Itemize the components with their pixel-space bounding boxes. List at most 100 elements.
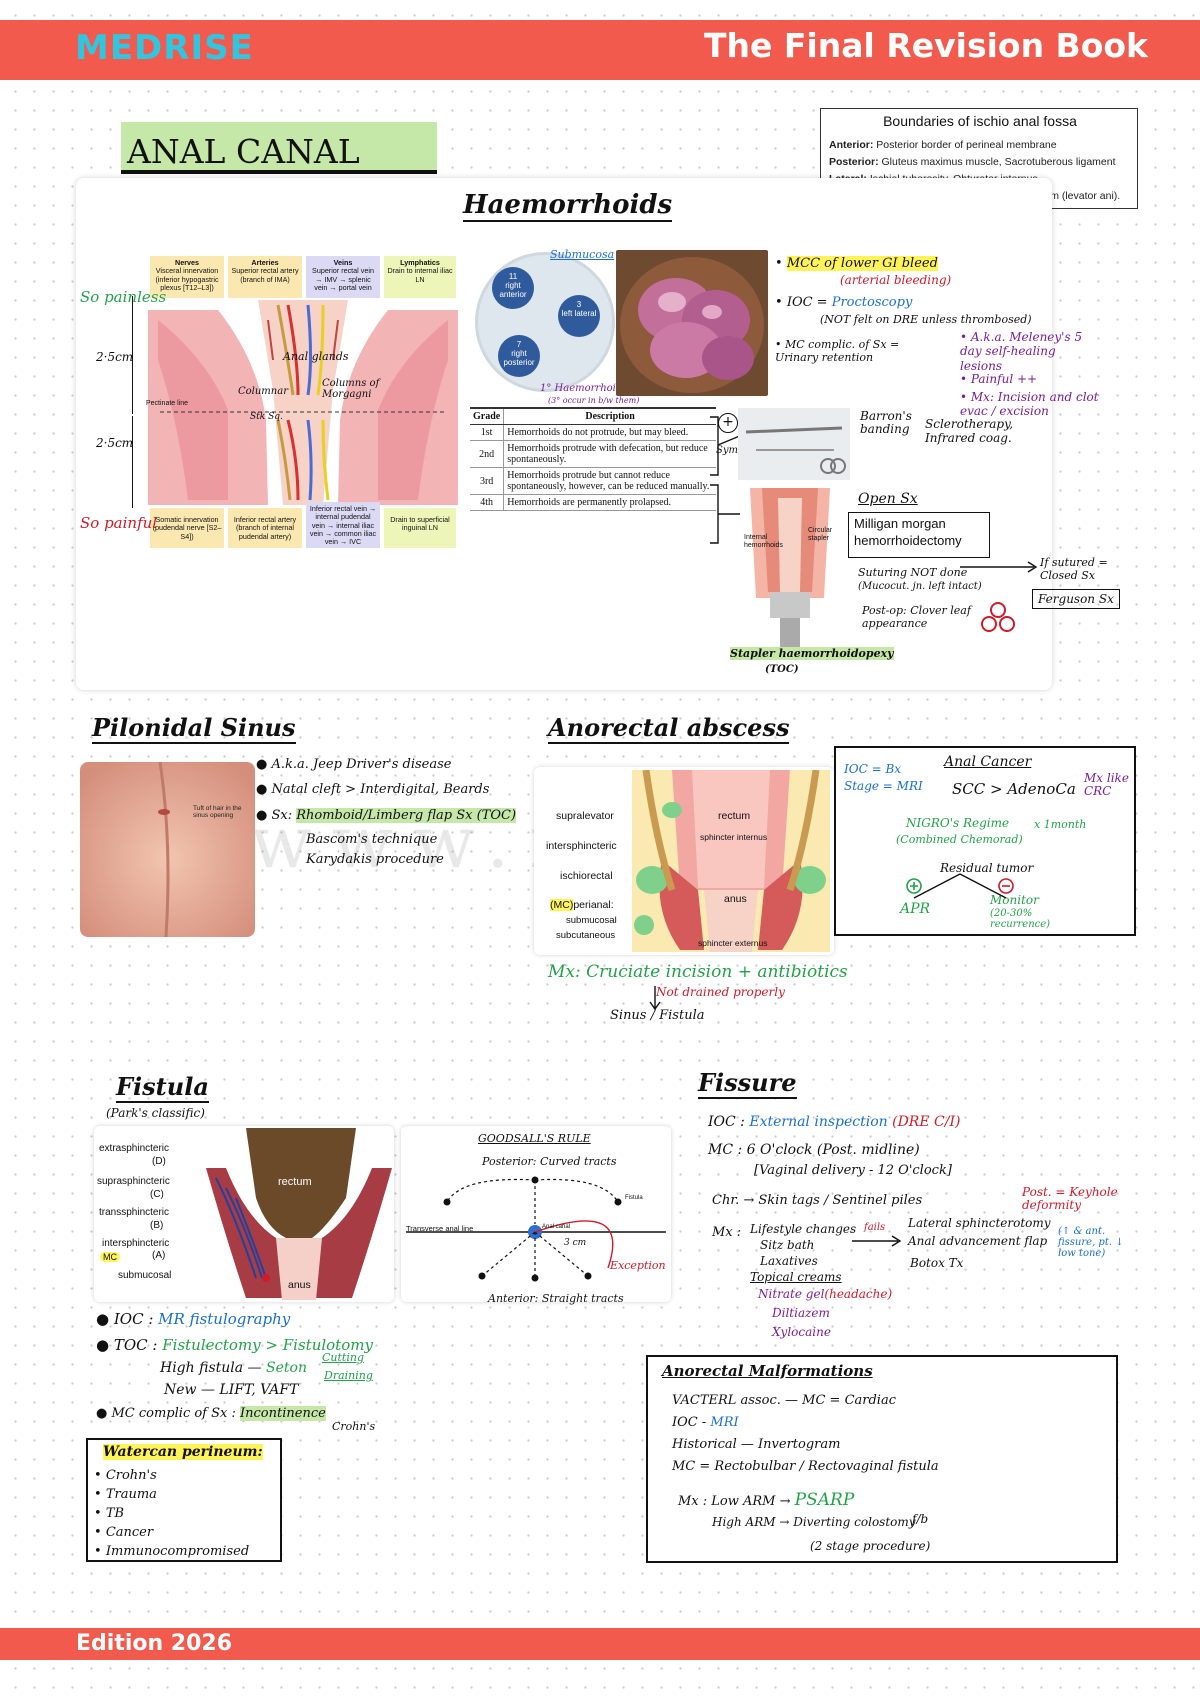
abscess-label-perianal: (MC)perianal:	[550, 899, 614, 911]
recurrence-note: (20-30% recurrence)	[990, 908, 1051, 930]
fistula-label-rectum: rectum	[278, 1176, 312, 1188]
one-month-note: x 1month	[1034, 818, 1087, 831]
fistula-label-extrasphincteric: extrasphincteric	[99, 1143, 170, 1154]
footer-bar	[0, 1628, 1200, 1660]
sitz-bath: Sitz bath	[760, 1238, 815, 1252]
chronic-fissure-note: Chr. → Skin tags / Sentinel piles	[712, 1193, 923, 1208]
anal-cancer-box	[834, 746, 1136, 936]
anterior-fissure-note: (↑ & ant. fissure, pt. ↓ low tone)	[1058, 1226, 1124, 1259]
abscess-label-sphincter-internus: sphincter internus	[700, 832, 768, 842]
watercan-item: • Crohn's	[94, 1468, 157, 1483]
ioc-proctoscopy-note: • IOC = Proctoscopy	[775, 295, 913, 310]
parks-classification-note: (Park's classific)	[106, 1106, 205, 1120]
fissure-ioc: IOC : External inspection (DRE C/I)	[708, 1114, 961, 1130]
primary-haemorrhoids-sub: (3° occur in b/w them)	[548, 396, 640, 405]
suturing-note: Suturing NOT done	[858, 566, 968, 579]
cutting-seton: Cutting	[322, 1351, 364, 1364]
anal-canal-title-bg	[121, 122, 437, 174]
goodsall-posterior: Posterior: Curved tracts	[482, 1155, 617, 1168]
crohns-note: Crohn's	[332, 1420, 376, 1433]
lower-length: 2·5cm	[96, 436, 134, 450]
label-somatic: Somatic innervation (pudendal nerve [S2–…	[150, 508, 224, 548]
arrow-down-icon	[649, 986, 661, 1011]
fistula-label-anus: anus	[288, 1279, 311, 1291]
fistula-tag-c: (C)	[150, 1189, 164, 1200]
anal-canal-title: ANAL CANAL	[127, 132, 360, 171]
header-bar	[0, 20, 1200, 80]
pilonidal-photo	[80, 762, 255, 937]
submucosa-label: Submucosa	[550, 248, 615, 261]
malformation-line: IOC - MRI	[672, 1415, 739, 1430]
pilonidal-bullet-sx: ● Sx: Rhomboid/Limberg flap Sx (TOC)	[256, 808, 517, 823]
fistula-toc: ● TOC : Fistulectomy > Fistulotomy	[96, 1336, 373, 1354]
lateral-sphincterotomy: Lateral sphincterotomy	[908, 1216, 1051, 1230]
sclerotherapy-note: Sclerotherapy, Infrared coag.	[925, 417, 1014, 445]
fistula-mc-tag: MC	[100, 1252, 120, 1262]
pilonidal-bullet-natal: ● Natal cleft > Interdigital, Beards	[256, 782, 490, 797]
abscess-label-intersphincteric: intersphincteric	[546, 840, 617, 852]
fistula-tag-a: (A)	[152, 1250, 166, 1261]
mcc-note: • MCC of lower GI bleed	[775, 256, 938, 271]
fistula-point-label: Fistula	[625, 1195, 643, 1201]
pilonidal-bullet-aka: ● A.k.a. Jeep Driver's disease	[256, 757, 452, 772]
upper-length: 2·5cm	[96, 350, 134, 364]
mucocut-note: (Mucocut. jn. left intact)	[858, 581, 982, 592]
mx-like-crc-note: Mx like CRC	[1084, 771, 1129, 799]
apr-note: APR	[900, 901, 931, 917]
boundary-posterior: Posterior: Gluteus maximus muscle, Sacro…	[829, 156, 1116, 168]
barrons-banding-note: Barron's banding	[860, 409, 912, 437]
fistula-tag-b: (B)	[150, 1220, 164, 1231]
new-techniques-note: New — LIFT, VAFT	[164, 1382, 299, 1398]
watercan-item: • Trauma	[94, 1487, 157, 1502]
watercan-item: • Cancer	[94, 1525, 154, 1540]
so-painful-note: So painful	[80, 514, 158, 532]
fb-note: f/b	[912, 1512, 929, 1526]
boundary-anterior: Anterior: Posterior border of perineal m…	[829, 139, 1057, 151]
fissure-mx-label: Mx :	[712, 1225, 742, 1240]
banding-instrument-image	[738, 408, 850, 480]
vaginal-delivery-note: [Vaginal delivery - 12 O'clock]	[754, 1163, 952, 1178]
arrow-right-icon	[852, 1235, 902, 1247]
anal-glands-label: Anal glands	[283, 350, 349, 363]
symptomatic-label: Symp.	[716, 445, 748, 456]
malformation-line: MC = Rectobulbar / Rectovaginal fistula	[672, 1459, 939, 1474]
arrow-to-closed-sx	[960, 561, 1038, 573]
three-cm-label: 3 cm	[564, 1238, 587, 1248]
scc-adenoca-note: SCC > AdenoCa	[952, 780, 1076, 798]
open-sx-note: Open Sx	[858, 491, 918, 507]
columnar-label: Columnar	[238, 386, 288, 397]
nigro-regime-note: NIGRO's Regime	[906, 816, 1010, 830]
anorectal-malformations-box	[646, 1355, 1118, 1563]
abscess-label-supralevator: supralevator	[556, 810, 614, 822]
transverse-anal-line-label: Transverse anal line	[406, 1224, 474, 1233]
residual-tumor-note: Residual tumor	[940, 861, 1034, 875]
anal-cancer-ioc: IOC = Bx	[844, 762, 902, 776]
laxatives: Laxatives	[760, 1254, 818, 1268]
fissure-title: Fissure	[698, 1068, 797, 1099]
watercan-item: • Immunocompromised	[94, 1544, 250, 1559]
primary-haemorrhoids-note: 1° Haemorrhoids	[540, 383, 628, 394]
so-painless-note: So painless	[80, 288, 167, 306]
nigro-sub-note: (Combined Chemorad)	[896, 833, 1023, 846]
edition-label: Edition 2026	[76, 1631, 233, 1656]
abscess-anatomy-illustration	[632, 770, 830, 952]
fistula-mc-complic: ● MC complic of Sx : Incontinence	[96, 1406, 326, 1421]
arterial-bleeding-note: (arterial bleeding)	[840, 273, 952, 287]
stapler-haemorrhoidopexy-note: Stapler haemorrhoidopexy	[730, 647, 894, 660]
high-arm-note: High ARM → Diverting colostomy	[712, 1515, 916, 1529]
abscess-label-sphincter-externus: sphincter externus	[698, 938, 768, 948]
bascom-technique: Bascom's technique	[306, 832, 438, 847]
lifestyle-changes: Lifestyle changes	[750, 1222, 857, 1236]
goodsall-anterior: Anterior: Straight tracts	[488, 1292, 624, 1305]
abscess-label-submucosal: submucosal	[566, 915, 617, 926]
xylocaine: Xylocaine	[772, 1325, 831, 1339]
